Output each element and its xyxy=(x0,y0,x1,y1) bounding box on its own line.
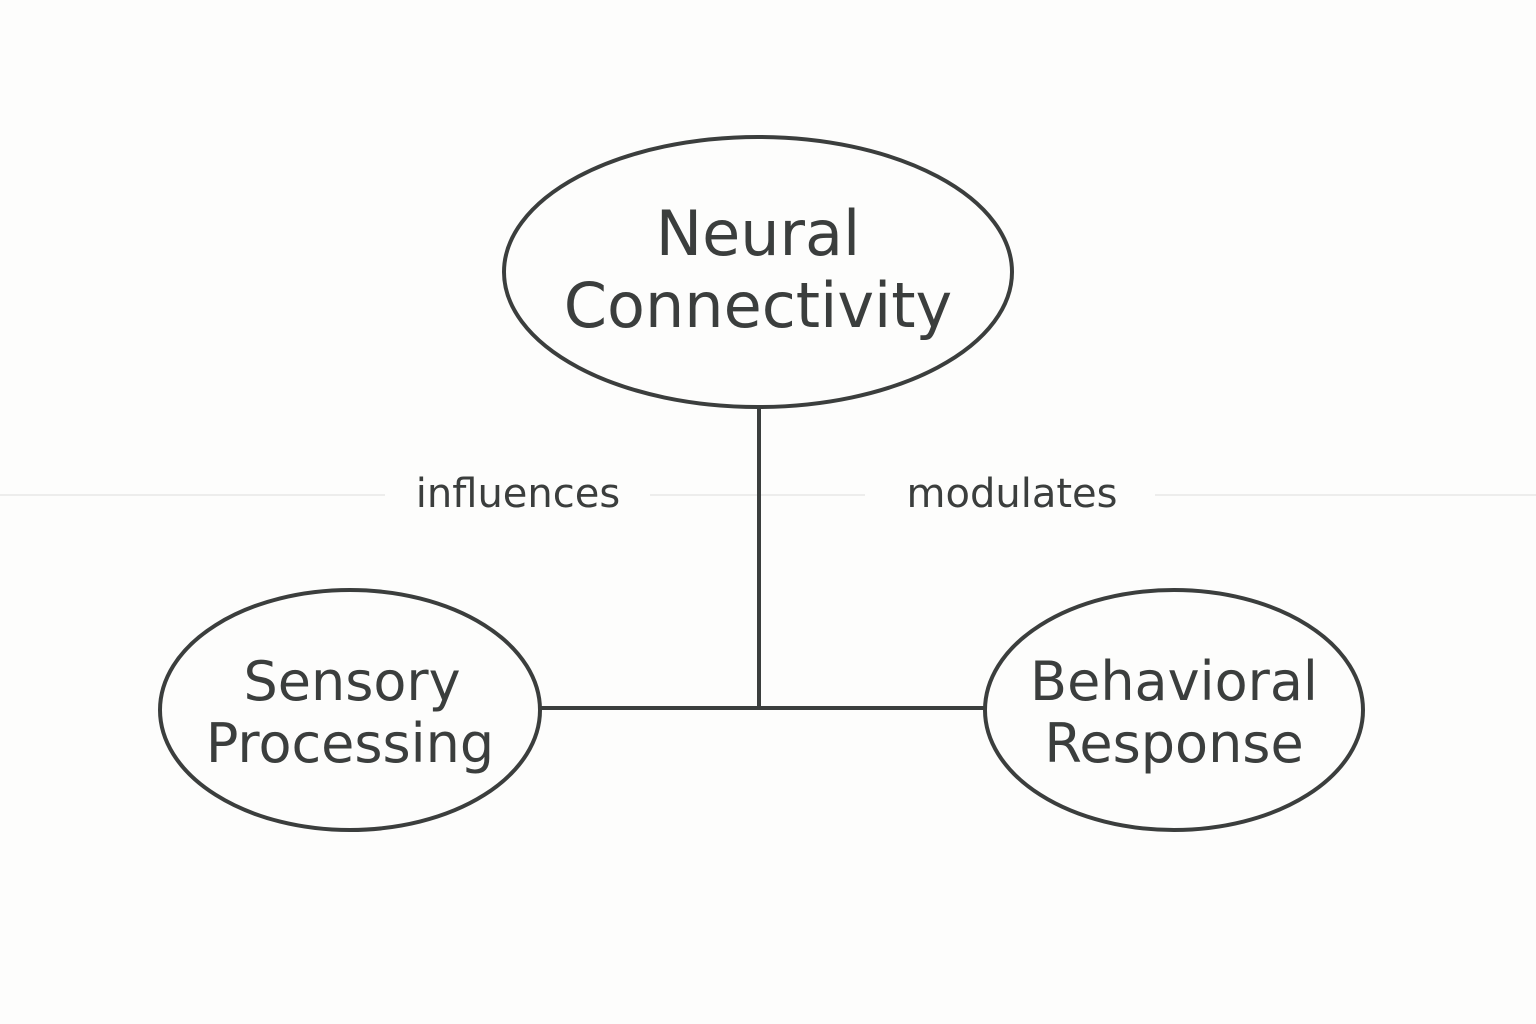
node-label-line: Connectivity xyxy=(564,269,953,342)
node-behavioral-response[interactable]: Behavioral Response xyxy=(983,588,1365,832)
node-label-line: Processing xyxy=(206,712,494,775)
node-label-line: Behavioral xyxy=(1030,650,1318,713)
edge-label-influences: influences xyxy=(416,471,620,517)
label-bg-influences xyxy=(385,470,650,520)
node-neural-connectivity[interactable]: Neural Connectivity xyxy=(502,135,1014,409)
edge-label-modulates: modulates xyxy=(907,471,1118,517)
node-ellipse xyxy=(502,135,1014,409)
node-sensory-processing[interactable]: Sensory Processing xyxy=(158,588,542,832)
node-ellipse xyxy=(983,588,1365,832)
node-ellipse xyxy=(158,588,542,832)
node-label-line: Neural xyxy=(656,197,861,270)
label-bg-modulates xyxy=(865,470,1155,520)
node-label-line: Response xyxy=(1044,712,1303,775)
node-label-line: Sensory xyxy=(243,650,460,713)
